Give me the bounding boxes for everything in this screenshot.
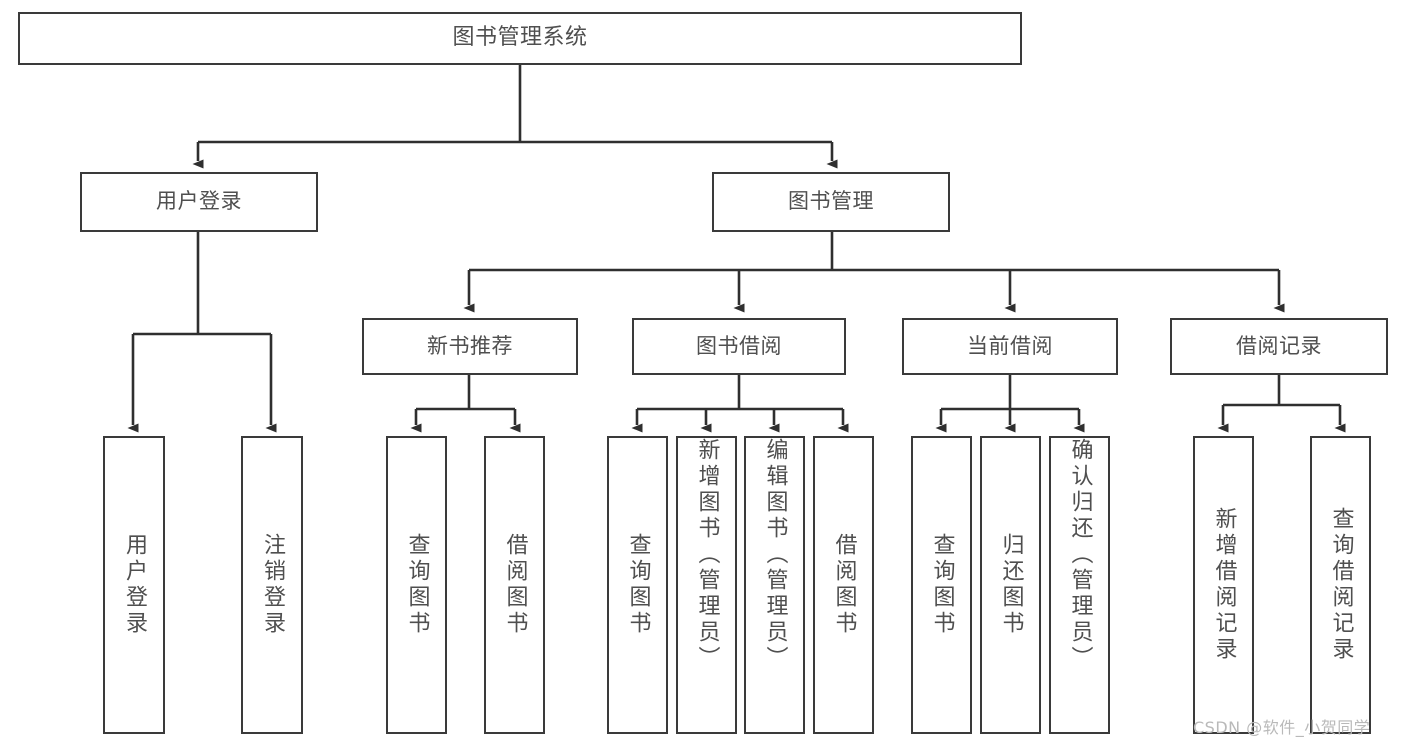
leaf-query-book-3[interactable]: 查询图书 xyxy=(911,436,972,734)
leaf-user-logout[interactable]: 注销登录 xyxy=(241,436,303,734)
leaf-edit-book-label: 编辑图书（管理员） xyxy=(762,438,788,672)
leaf-return-book-label: 归还图书 xyxy=(998,533,1024,637)
node-new-book-recommend[interactable]: 新书推荐 xyxy=(362,318,578,375)
leaf-query-book-2-label: 查询图书 xyxy=(625,533,651,637)
leaf-add-record[interactable]: 新增借阅记录 xyxy=(1193,436,1254,734)
leaf-user-login[interactable]: 用户登录 xyxy=(103,436,165,734)
node-current-borrow[interactable]: 当前借阅 xyxy=(902,318,1118,375)
leaf-borrow-book-2[interactable]: 借阅图书 xyxy=(813,436,874,734)
leaf-add-book-label: 新增图书（管理员） xyxy=(694,438,720,672)
node-root-label: 图书管理系统 xyxy=(452,25,588,51)
leaf-user-login-label: 用户登录 xyxy=(122,533,147,637)
leaf-return-book[interactable]: 归还图书 xyxy=(980,436,1041,734)
leaf-confirm-return[interactable]: 确认归还（管理员） xyxy=(1049,436,1110,734)
node-user-login-label: 用户登录 xyxy=(156,189,242,214)
node-borrow-record[interactable]: 借阅记录 xyxy=(1170,318,1388,375)
node-book-management-label: 图书管理 xyxy=(788,189,874,214)
leaf-borrow-book-1-label: 借阅图书 xyxy=(502,533,528,637)
leaf-query-record[interactable]: 查询借阅记录 xyxy=(1310,436,1371,734)
node-new-book-recommend-label: 新书推荐 xyxy=(427,333,513,358)
node-borrow-record-label: 借阅记录 xyxy=(1236,333,1322,358)
leaf-query-book-2[interactable]: 查询图书 xyxy=(607,436,668,734)
leaf-edit-book[interactable]: 编辑图书（管理员） xyxy=(744,436,805,734)
node-user-login[interactable]: 用户登录 xyxy=(80,172,318,232)
leaf-add-record-label: 新增借阅记录 xyxy=(1211,507,1237,663)
leaf-query-record-label: 查询借阅记录 xyxy=(1328,507,1354,663)
node-book-management[interactable]: 图书管理 xyxy=(712,172,950,232)
leaf-query-book-3-label: 查询图书 xyxy=(929,533,955,637)
csdn-watermark: CSDN @软件_小贺同学 xyxy=(1193,718,1371,737)
leaf-query-book-1[interactable]: 查询图书 xyxy=(386,436,447,734)
node-current-borrow-label: 当前借阅 xyxy=(967,333,1053,358)
leaf-add-book[interactable]: 新增图书（管理员） xyxy=(676,436,737,734)
node-book-borrow-label: 图书借阅 xyxy=(696,333,782,358)
node-root[interactable]: 图书管理系统 xyxy=(18,12,1022,65)
leaf-user-logout-label: 注销登录 xyxy=(260,533,285,637)
leaf-borrow-book-1[interactable]: 借阅图书 xyxy=(484,436,545,734)
leaf-confirm-return-label: 确认归还（管理员） xyxy=(1067,438,1093,672)
leaf-borrow-book-2-label: 借阅图书 xyxy=(831,533,857,637)
leaf-query-book-1-label: 查询图书 xyxy=(404,533,430,637)
node-book-borrow[interactable]: 图书借阅 xyxy=(632,318,846,375)
